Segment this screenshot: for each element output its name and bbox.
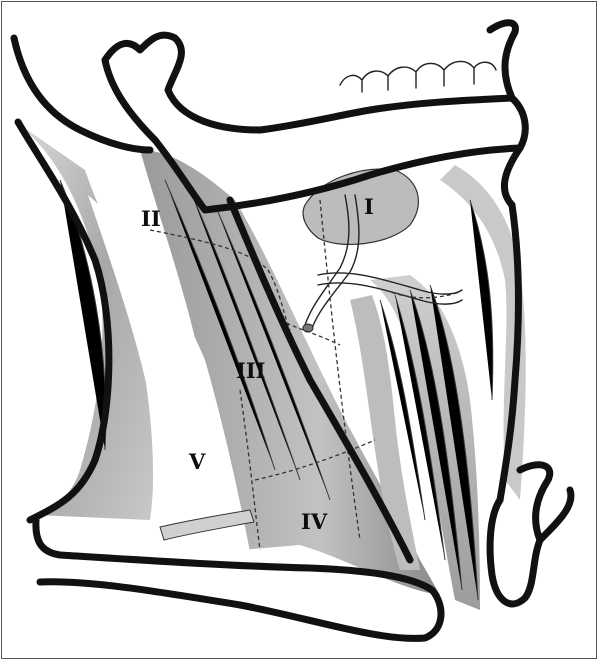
level-III-label: III <box>236 358 265 383</box>
level-II-label: II <box>141 206 161 231</box>
level-V-label: V <box>188 449 206 474</box>
level-IV-label: IV <box>301 509 328 534</box>
teeth <box>340 61 496 92</box>
level-I-label: I <box>364 194 374 219</box>
